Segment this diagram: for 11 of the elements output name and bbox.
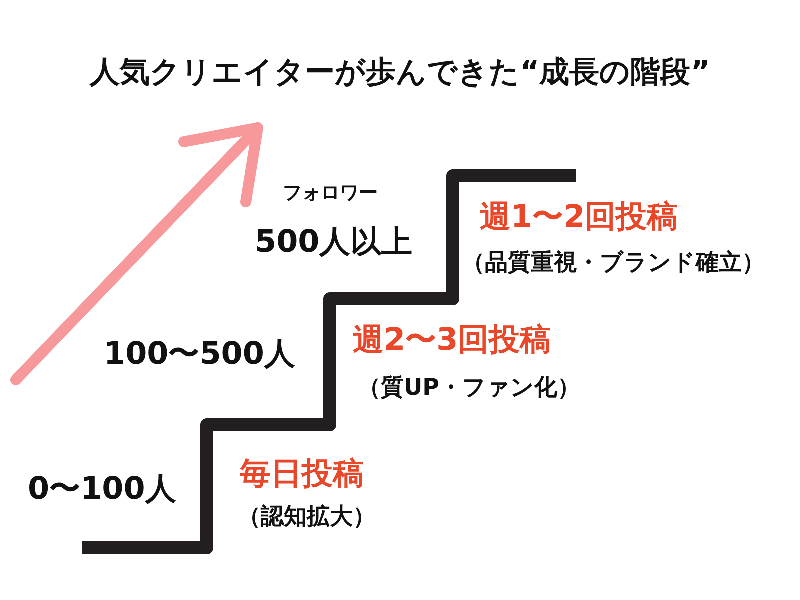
follower-caption: フォロワー [283,182,378,205]
step-note: （認知拡大） [238,504,376,532]
follower-count: 100〜500人 [104,336,296,374]
title-text: 人気クリエイターが歩んできた“成長の階段” [90,55,710,91]
follower-count: 0〜100人 [28,471,176,508]
posting-frequency: 毎日投稿 [240,456,364,494]
follower-count: 500人以上 [255,224,413,262]
posting-frequency: 週2〜3回投稿 [353,322,552,360]
step-note: （質UP・ファン化） [358,375,581,403]
posting-frequency: 週1〜2回投稿 [480,199,678,236]
step-note: （品質重視・ブランド確立） [462,250,765,278]
